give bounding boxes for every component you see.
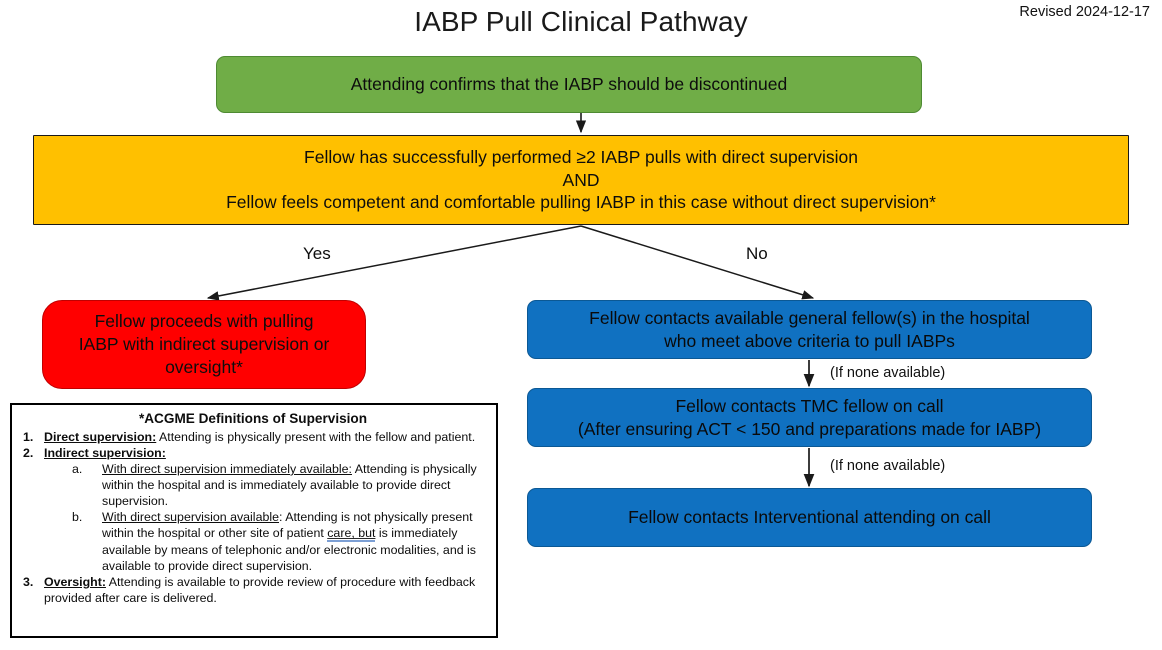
definition-item-3: 3. Oversight: Attending is available to … [18, 574, 488, 606]
edge-note-1: (If none available) [830, 365, 946, 381]
node-yes-outcome[interactable]: Fellow proceeds with pulling IABP with i… [42, 300, 366, 389]
page-title: IABP Pull Clinical Pathway [414, 6, 748, 37]
definition-item-3-number: 3. [23, 574, 34, 589]
definition-item-2-term: Indirect supervision: [44, 445, 166, 460]
definition-item-2a-term: With direct supervision immediately avai… [102, 461, 352, 476]
definition-sub-list: a. With direct supervision immediately a… [44, 461, 488, 574]
acgme-definitions-title: *ACGME Definitions of Supervision [138, 411, 368, 426]
node-yes-outcome-line-1: Fellow proceeds with pulling [94, 311, 314, 332]
definition-item-2b: b. With direct supervision available: At… [72, 509, 488, 574]
definition-item-1-term: Direct supervision: [44, 429, 157, 444]
node-start-label: Attending confirms that the IABP should … [350, 74, 788, 95]
node-yes-outcome-line-2: IABP with indirect supervision or [78, 334, 330, 355]
node-decision[interactable]: Fellow has successfully performed ≥2 IAB… [33, 135, 1129, 225]
revision-date: Revised 2024-12-17 [1019, 4, 1150, 20]
definition-item-1-text: Attending is physically present with the… [156, 429, 476, 444]
node-yes-outcome-line-3: oversight* [165, 356, 243, 377]
definition-item-2b-flagged-text[interactable]: care, but [327, 526, 376, 543]
acgme-definitions-box: *ACGME Definitions of Supervision 1. Dir… [10, 403, 498, 638]
definition-item-2b-term: With direct supervision available [102, 510, 279, 525]
node-decision-line-2: AND [562, 169, 600, 190]
node-no-step-1-line-1: Fellow contacts available general fellow… [589, 307, 1030, 328]
edge-note-2: (If none available) [830, 458, 946, 474]
definition-item-1-number: 1. [23, 429, 34, 444]
definition-item-2b-text-before: : Attending is not physically present wi… [102, 510, 473, 541]
node-no-step-3[interactable]: Fellow contacts Interventional attending… [527, 488, 1092, 547]
definitions-list: 1. Direct supervision: Attending is phys… [18, 429, 488, 606]
node-no-step-3-line-1: Fellow contacts Interventional attending… [628, 507, 991, 528]
definition-item-2b-text-after: is immediately available by means of tel… [102, 526, 477, 573]
definition-item-3-text: Attending is available to provide review… [44, 574, 476, 605]
node-decision-line-3: Fellow feels competent and comfortable p… [226, 192, 936, 213]
node-decision-line-1: Fellow has successfully performed ≥2 IAB… [304, 146, 858, 167]
node-no-step-2[interactable]: Fellow contacts TMC fellow on call (Afte… [527, 388, 1092, 447]
definition-item-2a: a. With direct supervision immediately a… [72, 461, 488, 509]
definition-item-2-number: 2. [23, 445, 34, 460]
definition-item-1: 1. Direct supervision: Attending is phys… [18, 429, 488, 445]
node-no-step-1-line-2: who meet above criteria to pull IABPs [664, 330, 955, 351]
definition-item-2b-number: b. [72, 510, 83, 525]
branch-label-yes: Yes [303, 244, 331, 263]
branch-label-no: No [746, 244, 768, 263]
definition-item-2a-text: Attending is physically within the hospi… [102, 461, 477, 509]
node-start[interactable]: Attending confirms that the IABP should … [216, 56, 922, 113]
node-no-step-1[interactable]: Fellow contacts available general fellow… [527, 300, 1092, 359]
definition-item-2: 2. Indirect supervision: a. With direct … [18, 445, 488, 574]
node-no-step-2-line-1: Fellow contacts TMC fellow on call [675, 395, 944, 416]
definition-item-3-term: Oversight: [44, 574, 106, 589]
definition-item-2a-number: a. [72, 461, 83, 476]
node-no-step-2-line-2: (After ensuring ACT < 150 and preparatio… [577, 418, 1042, 439]
